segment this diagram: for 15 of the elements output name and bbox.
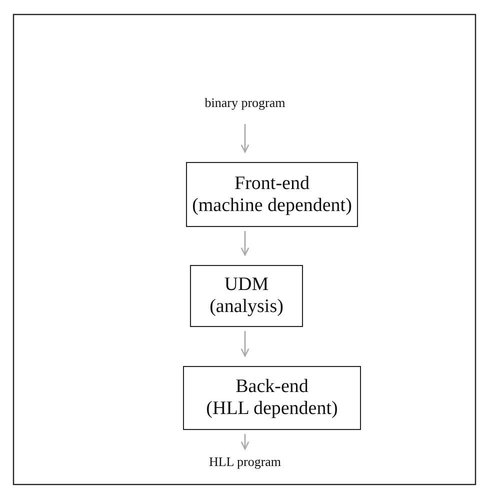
arrow — [240, 231, 250, 256]
process-box — [190, 265, 303, 327]
box-subtitle: (analysis) — [210, 296, 284, 318]
arrow — [240, 331, 250, 357]
box-subtitle: (HLL dependent) — [206, 398, 338, 420]
flow-label: binary program — [204, 95, 286, 111]
box-title: UDM — [224, 274, 269, 296]
box-subtitle: (machine dependent) — [192, 194, 352, 216]
flow-label: HLL program — [208, 454, 282, 470]
arrow — [240, 434, 250, 450]
arrow — [240, 124, 250, 153]
process-box — [183, 366, 361, 430]
process-box — [186, 162, 358, 227]
box-title: Front-end — [234, 172, 310, 194]
box-title: Back-end — [236, 376, 308, 398]
